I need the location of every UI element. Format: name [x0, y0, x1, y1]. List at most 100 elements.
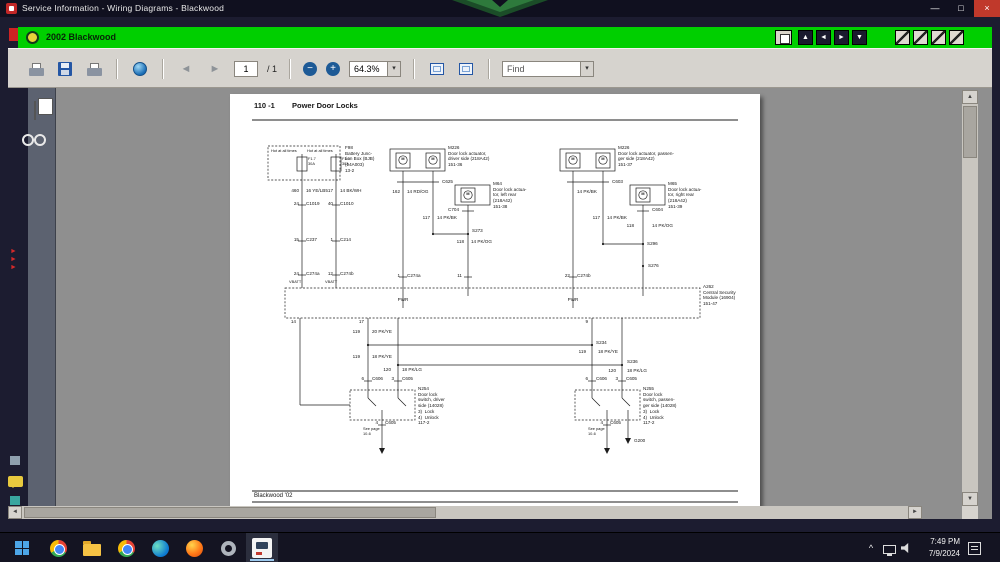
tool-shortcut-icon[interactable]: [10, 456, 20, 465]
diagram-label: 119: [352, 354, 360, 359]
taskbar-file-explorer-icon[interactable]: [76, 533, 108, 562]
wiring-diagram-svg: [252, 119, 738, 503]
taskbar-firefox-icon[interactable]: [178, 533, 210, 562]
bookmark-arrow-icon[interactable]: ►: [10, 248, 17, 255]
taskbar-active-app-icon[interactable]: [246, 533, 278, 562]
scroll-right-button[interactable]: ►: [908, 506, 922, 519]
taskbar-browser-icon[interactable]: [110, 533, 142, 562]
diagram-label: S296: [647, 241, 658, 246]
pages-panel-button[interactable]: [34, 101, 36, 120]
toolbar-separator: [488, 59, 491, 79]
annotation-tool-button-4[interactable]: [949, 30, 964, 45]
chat-icon[interactable]: [8, 476, 23, 488]
save-button[interactable]: [55, 59, 75, 79]
diagram-label: 460: [291, 188, 299, 193]
pan-left-button[interactable]: ◄: [816, 30, 831, 45]
diagram-label: 17: [358, 319, 364, 324]
volume-tray-icon[interactable]: [898, 533, 914, 562]
taskbar-chrome-icon[interactable]: [42, 533, 74, 562]
taskbar-settings-icon[interactable]: [212, 533, 244, 562]
bookmark-arrow-icon[interactable]: ►: [10, 256, 17, 263]
close-button[interactable]: ×: [974, 0, 1000, 17]
zoom-out-button[interactable]: −: [303, 62, 318, 76]
fit-width-button[interactable]: [427, 59, 447, 79]
title-bar: Service Information - Wiring Diagrams - …: [0, 0, 1000, 17]
horizontal-scrollbar[interactable]: ◄ ►: [8, 506, 922, 519]
vehicle-icon: [26, 31, 39, 44]
diagram-label: 16 YE/LB: [306, 188, 326, 193]
zoom-level-value: 64.3%: [354, 64, 380, 74]
diagram-label: M: [571, 157, 575, 161]
diagram-label: 20 PK/YE: [372, 329, 392, 334]
diagram-label: C274b: [340, 271, 354, 276]
diagram-label: 15: [293, 237, 299, 242]
taskbar-edge-icon[interactable]: [144, 533, 176, 562]
diagram-label: 4: [375, 420, 378, 425]
network-tray-icon[interactable]: [880, 533, 898, 562]
annotation-tool-button-1[interactable]: [895, 30, 910, 45]
zoom-level-select[interactable]: 64.3% ▾: [349, 61, 402, 77]
diagram-label: 24: [293, 201, 299, 206]
print-button[interactable]: [26, 59, 46, 79]
fit-page-button[interactable]: [456, 59, 476, 79]
globe-icon: [133, 62, 147, 76]
minimize-button[interactable]: —: [930, 3, 940, 13]
action-center-button[interactable]: [964, 533, 984, 562]
pan-down-button[interactable]: ▼: [852, 30, 867, 45]
diagram-label: M64 Door lock actua- tor, left rear (218…: [493, 181, 527, 209]
chevron-down-icon[interactable]: ▾: [580, 62, 594, 76]
diagram-label: 6: [361, 376, 364, 381]
find-combobox[interactable]: ▾: [502, 61, 595, 77]
horizontal-scroll-thumb[interactable]: [24, 507, 436, 518]
start-button[interactable]: [6, 533, 38, 562]
diagram-label: C274b: [577, 273, 591, 278]
bookmark-tag-icon[interactable]: [9, 28, 18, 41]
diagram-label: See page 10-6: [588, 426, 605, 436]
forward-button[interactable]: ►: [205, 59, 225, 79]
tray-expand-button[interactable]: ^: [868, 543, 874, 553]
find-input[interactable]: [503, 62, 580, 76]
print-setup-button[interactable]: [84, 59, 104, 79]
firefox-icon: [185, 539, 203, 557]
pan-up-button[interactable]: ▲: [798, 30, 813, 45]
service-app-icon: [252, 538, 272, 558]
tool-shortcut-icon[interactable]: [10, 496, 20, 505]
diagram-label: 14 PK/BK: [607, 215, 627, 220]
printer-icon: [28, 62, 45, 76]
diagram-label: S236: [627, 359, 638, 364]
toolbar-separator: [116, 59, 118, 79]
diagram-label: 18 PK/LG: [627, 368, 647, 373]
vertical-scrollbar[interactable]: ▲ ▼: [962, 90, 978, 506]
zoom-in-button[interactable]: +: [326, 62, 341, 76]
scroll-up-button[interactable]: ▲: [962, 90, 978, 104]
vertical-scroll-thumb[interactable]: [963, 106, 977, 158]
chrome-icon: [49, 539, 67, 557]
diagram-label: F1.7 30A: [308, 156, 316, 166]
diagram-label: Blackwood '02: [254, 493, 293, 499]
bookmark-arrow-icon[interactable]: ►: [10, 264, 17, 271]
scroll-left-button[interactable]: ◄: [8, 506, 22, 519]
diagram-label: C274a: [306, 271, 320, 276]
diagram-label: N255 Door lock switch, passen- ger side …: [643, 386, 677, 426]
maximize-button[interactable]: □: [958, 3, 964, 13]
back-button[interactable]: ◄: [176, 59, 196, 79]
chevron-down-icon[interactable]: ▾: [387, 62, 401, 76]
back-arrow-icon: ◄: [180, 63, 192, 75]
diagram-label: 119: [352, 329, 360, 334]
export-button[interactable]: [775, 30, 792, 45]
pan-right-button[interactable]: ►: [834, 30, 849, 45]
annotation-tool-button-2[interactable]: [913, 30, 928, 45]
web-link-button[interactable]: [130, 59, 150, 79]
page-number-input[interactable]: [234, 61, 258, 77]
diagram-label: Power Door Locks: [292, 101, 358, 110]
scroll-down-button[interactable]: ▼: [962, 492, 978, 506]
scrollbar-corner: [962, 506, 978, 519]
diagram-label: 119: [578, 349, 586, 354]
diagram-label: C603: [612, 179, 623, 184]
diagram-label: M: [641, 192, 645, 196]
annotation-tool-button-3[interactable]: [931, 30, 946, 45]
settings-gear-icon: [220, 540, 236, 556]
